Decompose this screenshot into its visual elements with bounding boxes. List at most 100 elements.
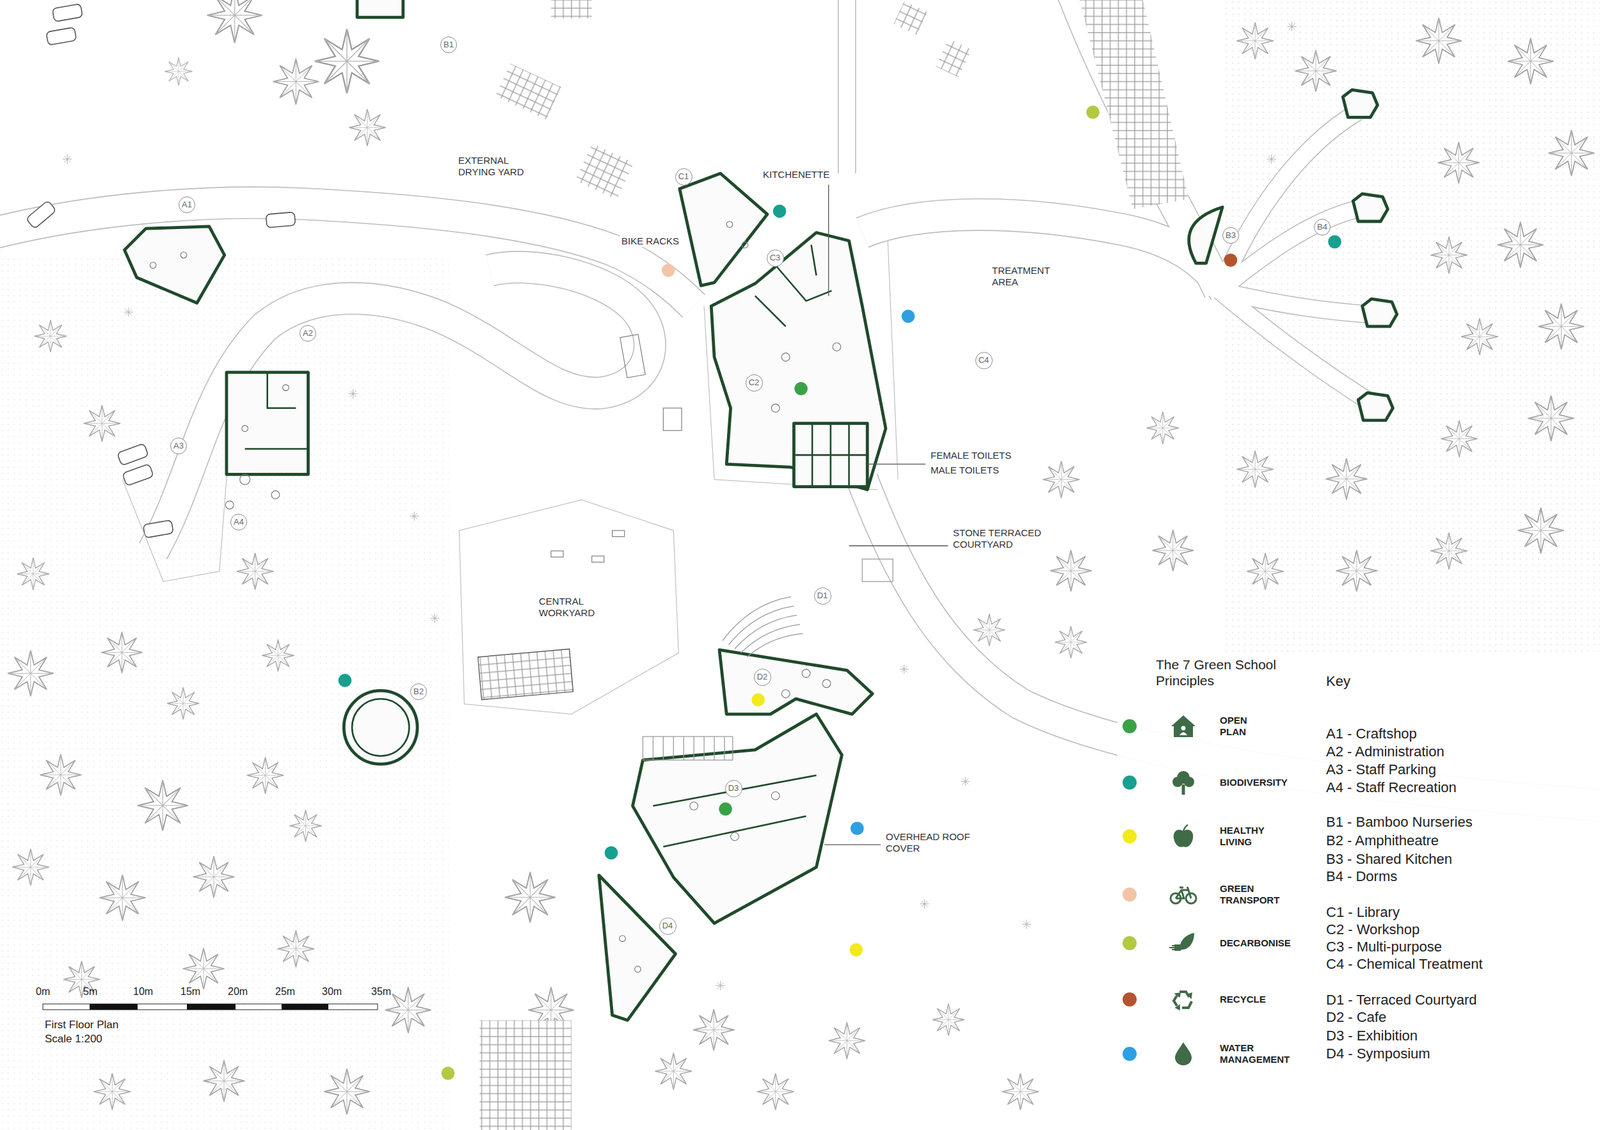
principle-icon: [1182, 784, 1186, 795]
tree-symbol: [1326, 458, 1368, 500]
terrace-steps: [741, 624, 800, 654]
key-text: Key: [1324, 673, 1352, 690]
tree-symbol: [261, 639, 294, 672]
tree-symbol: [1548, 129, 1595, 176]
legend-panel: [1117, 652, 1600, 1090]
tree-symbol: [1528, 395, 1575, 442]
principle-icon: [1169, 715, 1197, 1066]
road: [1219, 112, 1357, 291]
shrub-symbol: [1287, 21, 1296, 31]
tree-symbol: [1461, 318, 1498, 355]
site-boundary: [887, 240, 898, 480]
building-tag: A3: [170, 437, 187, 455]
area-label: FEMALE TOILETS: [929, 449, 1013, 462]
tree-symbol: [63, 961, 100, 998]
tag-text: D1: [817, 591, 829, 601]
scale-bar: [42, 1004, 378, 1010]
principle-icon: [1182, 1001, 1192, 1008]
building-tag: B3: [1222, 227, 1240, 244]
tree-symbol: [1438, 142, 1480, 184]
tree-symbol: [193, 856, 235, 898]
tree-symbol: [655, 1052, 692, 1090]
road: [1219, 209, 1357, 292]
tree-symbol: [757, 1073, 794, 1110]
furniture: [663, 408, 682, 431]
tree-symbol: [1246, 552, 1284, 590]
area-label: EXTERNAL DRYING YARD: [456, 154, 543, 178]
tag-text: D3: [728, 784, 740, 793]
tree-symbol: [164, 57, 192, 86]
tree-symbol: [40, 754, 82, 797]
furniture: [620, 334, 646, 379]
tag-text: D2: [757, 672, 768, 682]
tree-symbol: [348, 109, 386, 146]
principle-icon: [1179, 933, 1195, 950]
legend-panel: [1117, 652, 1600, 1090]
building-wall: [343, 690, 418, 765]
principle-dot: [1328, 235, 1342, 249]
building-wall: [632, 714, 843, 924]
building-wall: [793, 423, 868, 488]
tree-symbol: [932, 1003, 965, 1036]
solar-panel: [1079, 0, 1190, 210]
tag-text: A3: [173, 441, 184, 451]
road: [846, 0, 1380, 409]
tag-text: B3: [1225, 231, 1236, 240]
area-label: BIKE RACKS: [620, 235, 681, 248]
road: [846, 0, 1380, 409]
principle-dot: [441, 1066, 456, 1081]
tree-symbol: [1430, 532, 1467, 569]
legend-swatch: [1122, 992, 1137, 1007]
tag-text: C2: [748, 378, 760, 388]
principle-icon: [1171, 715, 1196, 738]
tag-text: B1: [443, 40, 454, 50]
furniture: [781, 353, 790, 362]
terrace-steps: [642, 736, 733, 761]
site-boundary: [458, 499, 679, 715]
building-tag: A4: [230, 513, 248, 531]
principle-icon: [1183, 824, 1188, 832]
principle-dot: [1223, 253, 1238, 267]
tree-symbol: [828, 1022, 866, 1060]
tree-symbol: [289, 810, 322, 843]
tag-text: C1: [678, 172, 690, 182]
scale-text: 10m: [131, 985, 155, 998]
furniture: [781, 689, 790, 699]
furniture: [240, 474, 251, 485]
principle-dot: [718, 802, 733, 816]
principle-icon: [1184, 776, 1195, 788]
scale-bar: [89, 1004, 138, 1010]
furniture: [771, 791, 780, 800]
tree-symbol: [1415, 17, 1462, 64]
principle-icon: [1172, 776, 1183, 788]
tree-symbol: [12, 849, 49, 886]
building-tag: B4: [1313, 218, 1331, 236]
furniture: [634, 966, 642, 973]
solar-panel: [893, 1, 928, 36]
tree-symbol: [1497, 222, 1544, 269]
shrub-symbol: [409, 512, 419, 521]
principle-icon: [1172, 771, 1195, 795]
furniture: [592, 556, 605, 563]
leader-line: [824, 844, 881, 846]
tag-text: A4: [233, 517, 244, 527]
furniture: [822, 679, 831, 688]
legend-swatch: [1122, 887, 1137, 902]
building-tag: C3: [766, 249, 784, 267]
area-label: OVERHEAD ROOF COVER: [884, 831, 984, 855]
building-tag: D1: [814, 587, 832, 605]
road: [837, 0, 857, 174]
tree-symbol: [137, 780, 189, 831]
tree-symbol: [1518, 507, 1565, 554]
terrace-steps: [746, 633, 804, 658]
solar-panel: [495, 63, 562, 120]
key-text: B1 - Bamboo Nurseries: [1324, 814, 1474, 831]
principle-icon: [1175, 887, 1192, 899]
building-wall: [1362, 298, 1398, 327]
shrub-symbol: [430, 613, 440, 623]
building-tag: C4: [975, 352, 993, 370]
road: [839, 0, 856, 174]
key-text: D4 - Symposium: [1324, 1045, 1432, 1063]
legend-swatch: [1122, 775, 1137, 790]
